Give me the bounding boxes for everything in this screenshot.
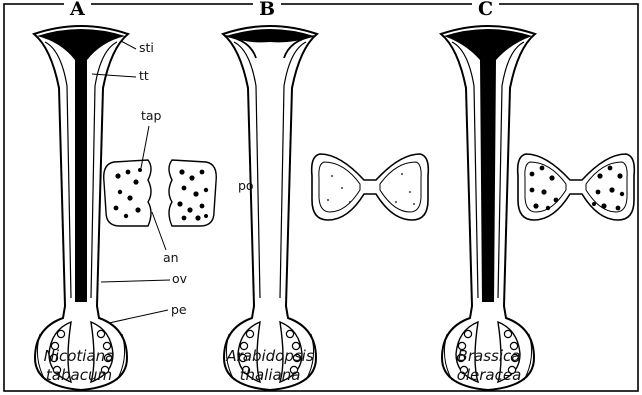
panel-label-a: A (64, 0, 91, 20)
species-b-genus: Arabidopsis (205, 347, 335, 366)
label-petal: pe (171, 302, 187, 317)
label-tapetum: tap (141, 108, 162, 123)
species-c-genus: Brassica (424, 347, 554, 366)
species-a-epithet: tabacum (14, 366, 144, 385)
species-a-genus: Nicotiana (14, 347, 144, 366)
panel-label-b: B (253, 0, 281, 20)
species-a: Nicotiana tabacum (14, 347, 144, 385)
panel-label-c: C (472, 0, 499, 20)
label-transmitting-tract: tt (139, 68, 149, 83)
label-anther: an (163, 250, 179, 265)
label-stigma: sti (139, 40, 154, 55)
species-b: Arabidopsis thaliana (205, 347, 335, 385)
label-pollen: po (238, 178, 254, 193)
species-b-epithet: thaliana (205, 366, 335, 385)
species-c-epithet: oleracea (424, 366, 554, 385)
label-ovule: ov (172, 271, 187, 286)
species-c: Brassica oleracea (424, 347, 554, 385)
